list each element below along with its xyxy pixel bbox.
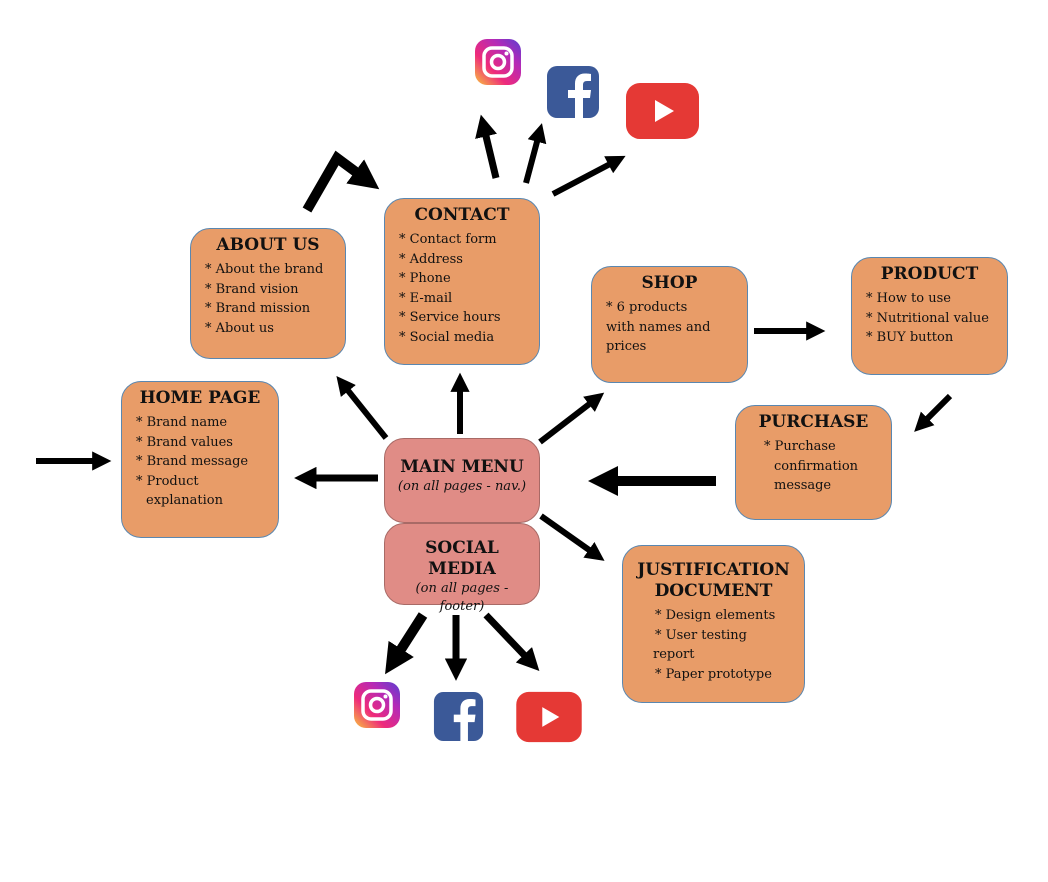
youtube-icon	[516, 691, 582, 743]
list-item: message	[774, 478, 832, 493]
list-item: report	[653, 647, 695, 662]
list-item: * Social media	[399, 329, 495, 345]
instagram-icon	[354, 682, 400, 728]
arrow-contact-to-facebook	[523, 123, 547, 184]
list-item: * About us	[205, 320, 274, 336]
list-item: * Brand name	[136, 415, 228, 430]
product-box: PRODUCT * How to use * Nutritional value…	[851, 257, 1008, 375]
list-item: explanation	[146, 493, 223, 508]
home-page-title: HOME PAGE	[139, 388, 261, 408]
social-media-title: SOCIAL MEDIA	[425, 538, 499, 579]
facebook-icon	[433, 691, 484, 742]
arrow-menu-to-shop	[538, 392, 605, 445]
about-us-box: ABOUT US * About the brand * Brand visio…	[190, 228, 346, 359]
arrow-contact-to-instagram	[475, 114, 500, 179]
list-item: * User testing	[655, 627, 747, 643]
main-menu-box: MAIN MENU (on all pages - nav.)	[384, 438, 540, 523]
justification-title-line1: JUSTIFICATION	[637, 560, 790, 580]
instagram-icon	[475, 39, 521, 85]
contact-list: * Contact form * Address * Phone * E-mai…	[393, 230, 531, 347]
justification-list: * Design elements * User testing report …	[631, 606, 796, 684]
contact-box: CONTACT * Contact form * Address * Phone…	[384, 198, 540, 365]
contact-title: CONTACT	[414, 205, 510, 225]
home-page-box: HOME PAGE * Brand name * Brand values * …	[121, 381, 279, 538]
list-item: * Phone	[399, 271, 451, 286]
list-item: * Brand message	[136, 454, 249, 469]
purchase-title: PURCHASE	[758, 412, 869, 432]
list-item: * How to use	[866, 291, 951, 306]
arrow-footer-to-instagram	[385, 612, 428, 675]
main-menu-subtitle: (on all pages - nav.)	[397, 479, 527, 494]
arrow-product-to-purchase	[914, 393, 953, 432]
product-title: PRODUCT	[880, 264, 979, 284]
arrow-about-to-contact	[302, 150, 380, 213]
list-item: prices	[606, 339, 647, 354]
social-media-box: SOCIAL MEDIA (on all pages - footer)	[384, 523, 540, 614]
shop-list: * 6 products with names and prices	[600, 298, 739, 357]
facebook-icon	[547, 66, 599, 119]
list-item: * BUY button	[866, 330, 954, 345]
arrow-contact-to-youtube	[551, 155, 626, 197]
shop-title: SHOP	[641, 273, 698, 293]
list-item: * Purchase	[764, 439, 836, 454]
list-item: * Contact form	[399, 232, 497, 247]
arrow-menu-to-justification	[539, 513, 605, 561]
arrow-menu-to-about	[336, 376, 389, 440]
list-item: * Brand vision	[205, 281, 299, 297]
list-item: * Brand mission	[205, 301, 311, 316]
list-item: * Nutritional value	[866, 310, 989, 326]
about-us-list: * About the brand * Brand vision * Brand…	[199, 260, 337, 338]
list-item: * Paper prototype	[655, 666, 772, 682]
purchase-box: PURCHASE * Purchase confirmation message	[735, 405, 892, 520]
list-item: * 6 products	[606, 300, 688, 315]
list-item: with names and	[606, 319, 711, 335]
arrow-footer-to-youtube	[483, 612, 540, 671]
list-item: * About the brand	[205, 262, 324, 277]
list-item: confirmation	[774, 458, 859, 474]
list-item: * Product	[136, 473, 199, 489]
justification-title-line2: DOCUMENT	[654, 581, 773, 601]
shop-box: SHOP * 6 products with names and prices	[591, 266, 748, 383]
list-item: * E-mail	[399, 290, 453, 306]
product-list: * How to use * Nutritional value * BUY b…	[860, 289, 999, 348]
justification-document-box: JUSTIFICATION DOCUMENT * Design elements…	[622, 545, 805, 703]
social-media-subtitle: (on all pages - footer)	[415, 581, 509, 614]
main-menu-title: MAIN MENU	[400, 457, 524, 477]
list-item: * Service hours	[399, 310, 501, 325]
home-page-list: * Brand name * Brand values * Brand mess…	[130, 413, 270, 511]
list-item: * Design elements	[655, 608, 776, 623]
purchase-list: * Purchase confirmation message	[744, 437, 883, 496]
list-item: * Brand values	[136, 434, 233, 450]
about-us-title: ABOUT US	[216, 235, 320, 255]
youtube-icon	[626, 83, 699, 139]
list-item: * Address	[399, 251, 463, 267]
